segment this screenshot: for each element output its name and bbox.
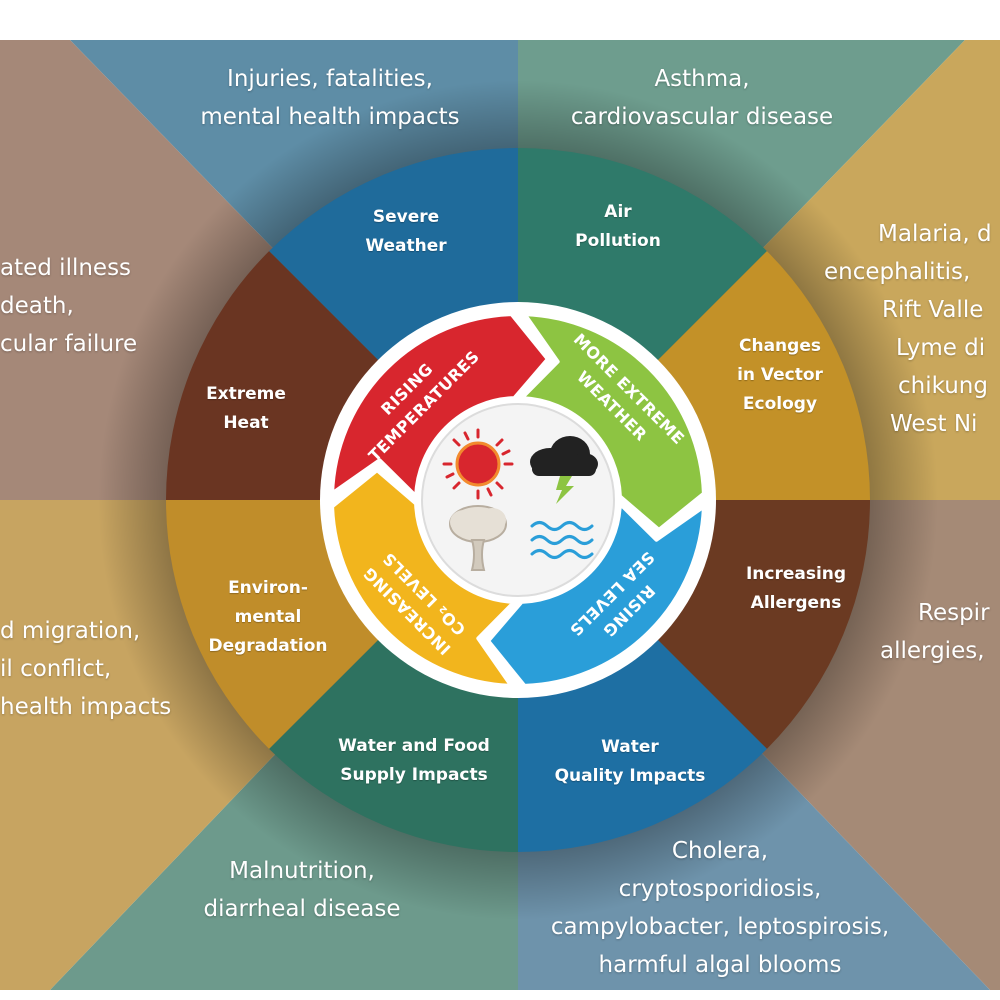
segment-label-severe-weather: Severe Weather	[365, 207, 447, 256]
segment-air-pollution	[518, 148, 767, 362]
effect-asthma-cardiovascular: Asthma, cardiovascular disease	[570, 66, 834, 130]
segment-label-water-quality: Water Quality Impacts	[554, 737, 706, 786]
effect-cholera-waterborne: Cholera, cryptosporidiosis, campylobacte…	[550, 838, 890, 978]
sun-icon	[442, 428, 514, 500]
effect-heat-related-illness: ated illness death, cular failure	[0, 255, 138, 357]
segment-allergens	[656, 500, 870, 749]
segment-water-food	[269, 638, 518, 852]
segment-label-vector-ecology: Changes in Vector Ecology	[737, 336, 823, 414]
segment-severe-weather	[269, 148, 518, 362]
center-disc	[421, 403, 615, 597]
storm-cloud-icon	[530, 436, 598, 504]
waves-icon	[530, 521, 594, 559]
segment-vector-ecology	[656, 251, 870, 500]
segment-label-extreme-heat: Extreme Heat	[206, 384, 286, 433]
segment-label-environmental-degradation: Environ- mental Degradation	[208, 578, 328, 656]
smoke-plume-icon	[449, 505, 507, 571]
arrow-more-extreme-weather-shape	[519, 312, 706, 532]
arrow-increasing-co2-shape	[330, 468, 517, 688]
segment-label-air-pollution: Air Pollution	[575, 202, 661, 251]
arrow-rising-temperatures-shape	[330, 312, 550, 499]
segment-extreme-heat	[166, 251, 380, 500]
segment-label-allergens: Increasing Allergens	[745, 564, 847, 613]
effect-malnutrition-diarrheal: Malnutrition, diarrheal disease	[203, 858, 401, 922]
effect-vector-borne-diseases: Malaria, d encephalitis, Rift Valle Lyme…	[824, 221, 992, 437]
wheel-segments	[166, 148, 870, 852]
segment-label-water-food: Water and Food Supply Impacts	[338, 736, 490, 785]
arrow-rising-sea-levels-shape	[486, 501, 706, 688]
segment-environmental-degradation	[166, 500, 380, 749]
effect-respiratory-allergies: Respir allergies,	[880, 600, 990, 664]
effect-injuries-mental-health: Injuries, fatalities, mental health impa…	[200, 66, 460, 130]
segment-water-quality	[518, 638, 767, 852]
effect-forced-migration-conflict: d migration, il conflict, health impacts	[0, 618, 172, 720]
